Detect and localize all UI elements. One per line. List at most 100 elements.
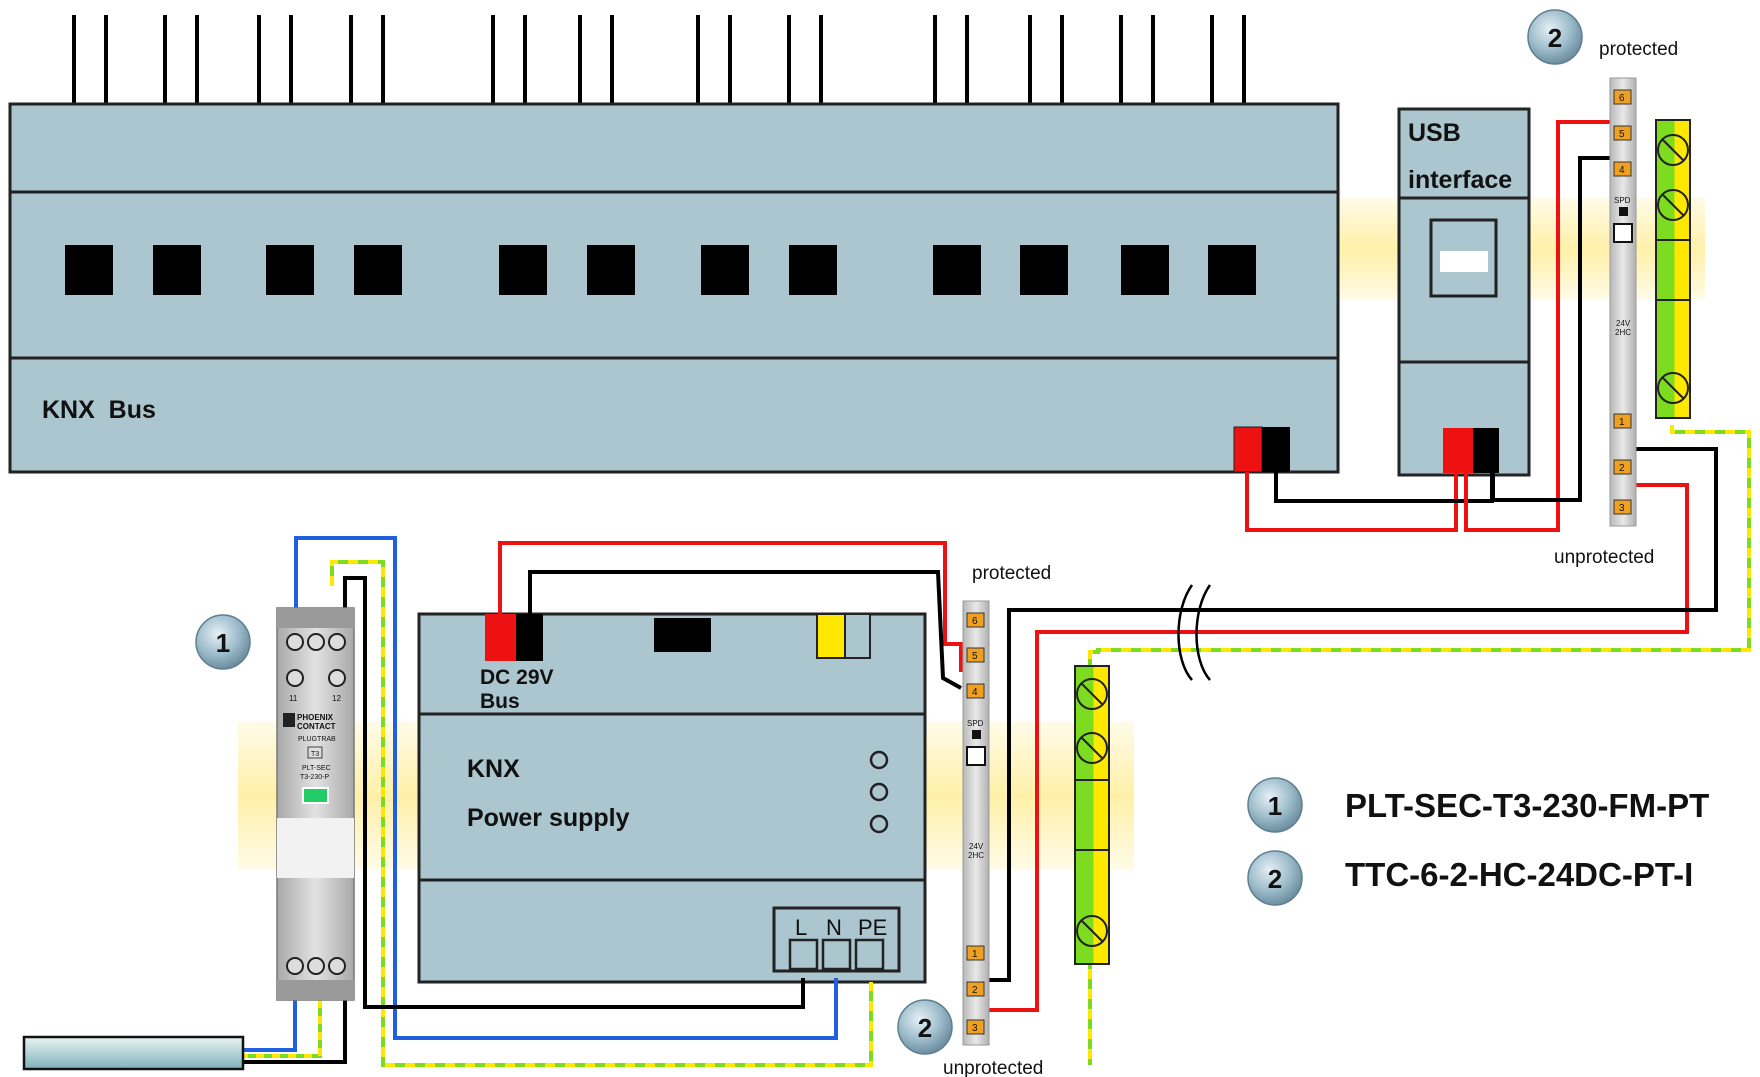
spd-lower-terminal-4[interactable]: [966, 683, 985, 699]
callout-2-upper-number: 2: [1548, 23, 1562, 53]
knx-power-supply: DC 29V Bus KNX Power supply L N PE: [417, 612, 927, 984]
usb-interface-module: USB interface: [1397, 107, 1531, 477]
plugtrab-brand-line1: PHOENIX: [297, 713, 334, 722]
callout-1-plugtrab: 1: [195, 614, 251, 670]
pe-terminal-lower: [1074, 665, 1110, 965]
spd-lower-rating-line2: 2HC: [968, 851, 984, 860]
spd-upper-rating-line2: 2HC: [1615, 328, 1631, 337]
legend-item-2: 2 TTC-6-2-HC-24DC-PT-I: [1247, 850, 1693, 906]
psu-terminal-l[interactable]: [788, 938, 819, 971]
mains-cable: [22, 1035, 245, 1071]
spd-lower-terminal-1[interactable]: [966, 945, 985, 961]
spd-lower-spd: SPD: [967, 719, 984, 728]
callout-2-spd-upper: 2: [1527, 9, 1583, 65]
plugtrab-screw-12: [328, 669, 346, 687]
psu-yellow-indicator: [816, 613, 846, 659]
psu-terminal-l-label: L: [795, 915, 807, 940]
psu-terminal-pe[interactable]: [854, 938, 885, 971]
legend-2-number: 2: [1268, 864, 1282, 894]
spd-upper-terminal-3[interactable]: [1613, 499, 1632, 515]
spd-upper-rating-line1: 24V: [1616, 319, 1631, 328]
spd-upper-terminal-1[interactable]: [1613, 413, 1632, 429]
spd-lower-terminal-2[interactable]: [966, 981, 985, 997]
spd-upper-indicator: [1619, 207, 1628, 216]
psu-bus-terminal-red[interactable]: [485, 614, 516, 661]
psu-name-line2: Power supply: [467, 804, 630, 832]
spd-lower-terminal-3[interactable]: [966, 1019, 985, 1035]
spd-upper-t3: 3: [1619, 503, 1625, 514]
plugtrab-model-line1: PLT-SEC: [302, 765, 331, 772]
spd-lower-t5: 5: [972, 651, 978, 662]
psu-grey-indicator: [844, 613, 871, 659]
spd-lower-t4: 4: [972, 687, 978, 698]
legend-1-text: PLT-SEC-T3-230-FM-PT: [1345, 787, 1709, 824]
psu-led-3: [869, 814, 889, 834]
spd-upper-terminal-6[interactable]: [1613, 89, 1632, 105]
spd-lower: 6 5 4 SPD 24V 2HC 1 2 3: [962, 600, 990, 1046]
plugtrab-term-12: 12: [332, 694, 341, 703]
callout-2-spd-lower: 2: [897, 999, 953, 1055]
usb-terminal-black[interactable]: [1473, 428, 1499, 473]
legend: 1 PLT-SEC-T3-230-FM-PT 2 TTC-6-2-HC-24DC…: [1247, 777, 1709, 906]
usb-interface-line2: interface: [1408, 166, 1512, 194]
plugtrab-class-box: [307, 746, 323, 759]
spd-upper-protected-label: protected: [1599, 39, 1678, 60]
plugtrab-screw-11: [286, 669, 304, 687]
spd-upper-plug: [1613, 223, 1633, 243]
legend-2-text: TTC-6-2-HC-24DC-PT-I: [1345, 856, 1693, 893]
psu-bus-label: Bus: [480, 690, 520, 713]
callout-2-lower-number: 2: [918, 1013, 932, 1043]
plugtrab-model-line2: T3-230-P: [300, 774, 330, 781]
psu-bus-terminal-black[interactable]: [516, 614, 543, 661]
spd-upper-unprotected-label: unprotected: [1554, 547, 1654, 568]
cable-break-marks: [1177, 584, 1212, 681]
psu-port: [654, 618, 711, 652]
bus-cable-stubs: [72, 15, 1246, 104]
spd-lower-terminal-5[interactable]: [966, 647, 985, 663]
plugtrab-brand-line2: CONTACT: [297, 722, 336, 731]
spd-upper-terminal-2[interactable]: [1613, 459, 1632, 475]
spd-upper-terminal-5[interactable]: [1613, 125, 1632, 141]
psu-terminal-pe-label: PE: [858, 915, 887, 940]
spd-lower-indicator: [972, 730, 981, 739]
psu-led-2: [869, 782, 889, 802]
bus-module-terminal-red[interactable]: [1233, 426, 1263, 473]
bus-module-label: KNX Bus: [42, 396, 156, 424]
plugtrab-screw-bottom-3: [328, 957, 346, 975]
spd-lower-unprotected-label: unprotected: [943, 1058, 1043, 1077]
plugtrab-screw-bottom-1: [286, 957, 304, 975]
spd-lower-t3: 3: [972, 1023, 978, 1034]
spd-lower-t6: 6: [972, 616, 978, 627]
spd-upper-t4: 4: [1619, 165, 1625, 176]
callout-1-number: 1: [216, 628, 230, 658]
plugtrab-term-11: 11: [289, 694, 298, 703]
spd-upper-terminal-4[interactable]: [1613, 161, 1632, 177]
spd-upper-t5: 5: [1619, 129, 1625, 140]
bus-module-terminal-black[interactable]: [1262, 427, 1290, 472]
psu-terminal-n[interactable]: [821, 938, 852, 971]
spd-upper-t1: 1: [1619, 417, 1625, 428]
legend-item-1: 1 PLT-SEC-T3-230-FM-PT: [1247, 777, 1709, 833]
legend-1-number: 1: [1268, 791, 1282, 821]
plugtrab-class: T3: [311, 751, 319, 758]
spd-lower-t1: 1: [972, 949, 978, 960]
spd-lower-terminal-6[interactable]: [966, 612, 985, 628]
spd-upper-spd: SPD: [1614, 196, 1631, 205]
spd-lower-protected-label: protected: [972, 563, 1051, 584]
psu-mains-terminal-block: L N PE: [772, 906, 901, 973]
usb-interface-line1: USB: [1408, 119, 1461, 147]
plugtrab-screw-top-1: [286, 633, 304, 651]
usb-terminal-red[interactable]: [1443, 428, 1473, 473]
pe-terminal-upper: [1655, 119, 1691, 419]
plugtrab-device: 11 12 PHOENIX CONTACT PLUGTRAB T3 PLT-SE…: [276, 607, 355, 1001]
plugtrab-status-window: [302, 787, 329, 804]
spd-lower-plug: [966, 746, 986, 766]
plugtrab-screw-top-2: [307, 633, 325, 651]
spd-upper-t2: 2: [1619, 463, 1625, 474]
psu-dc-label: DC 29V: [480, 666, 554, 689]
spd-upper-t6: 6: [1619, 93, 1625, 104]
psu-led-1: [869, 750, 889, 770]
psu-terminal-n-label: N: [826, 915, 842, 940]
spd-upper: 6 5 4 SPD 24V 2HC 1 2 3: [1609, 77, 1637, 527]
